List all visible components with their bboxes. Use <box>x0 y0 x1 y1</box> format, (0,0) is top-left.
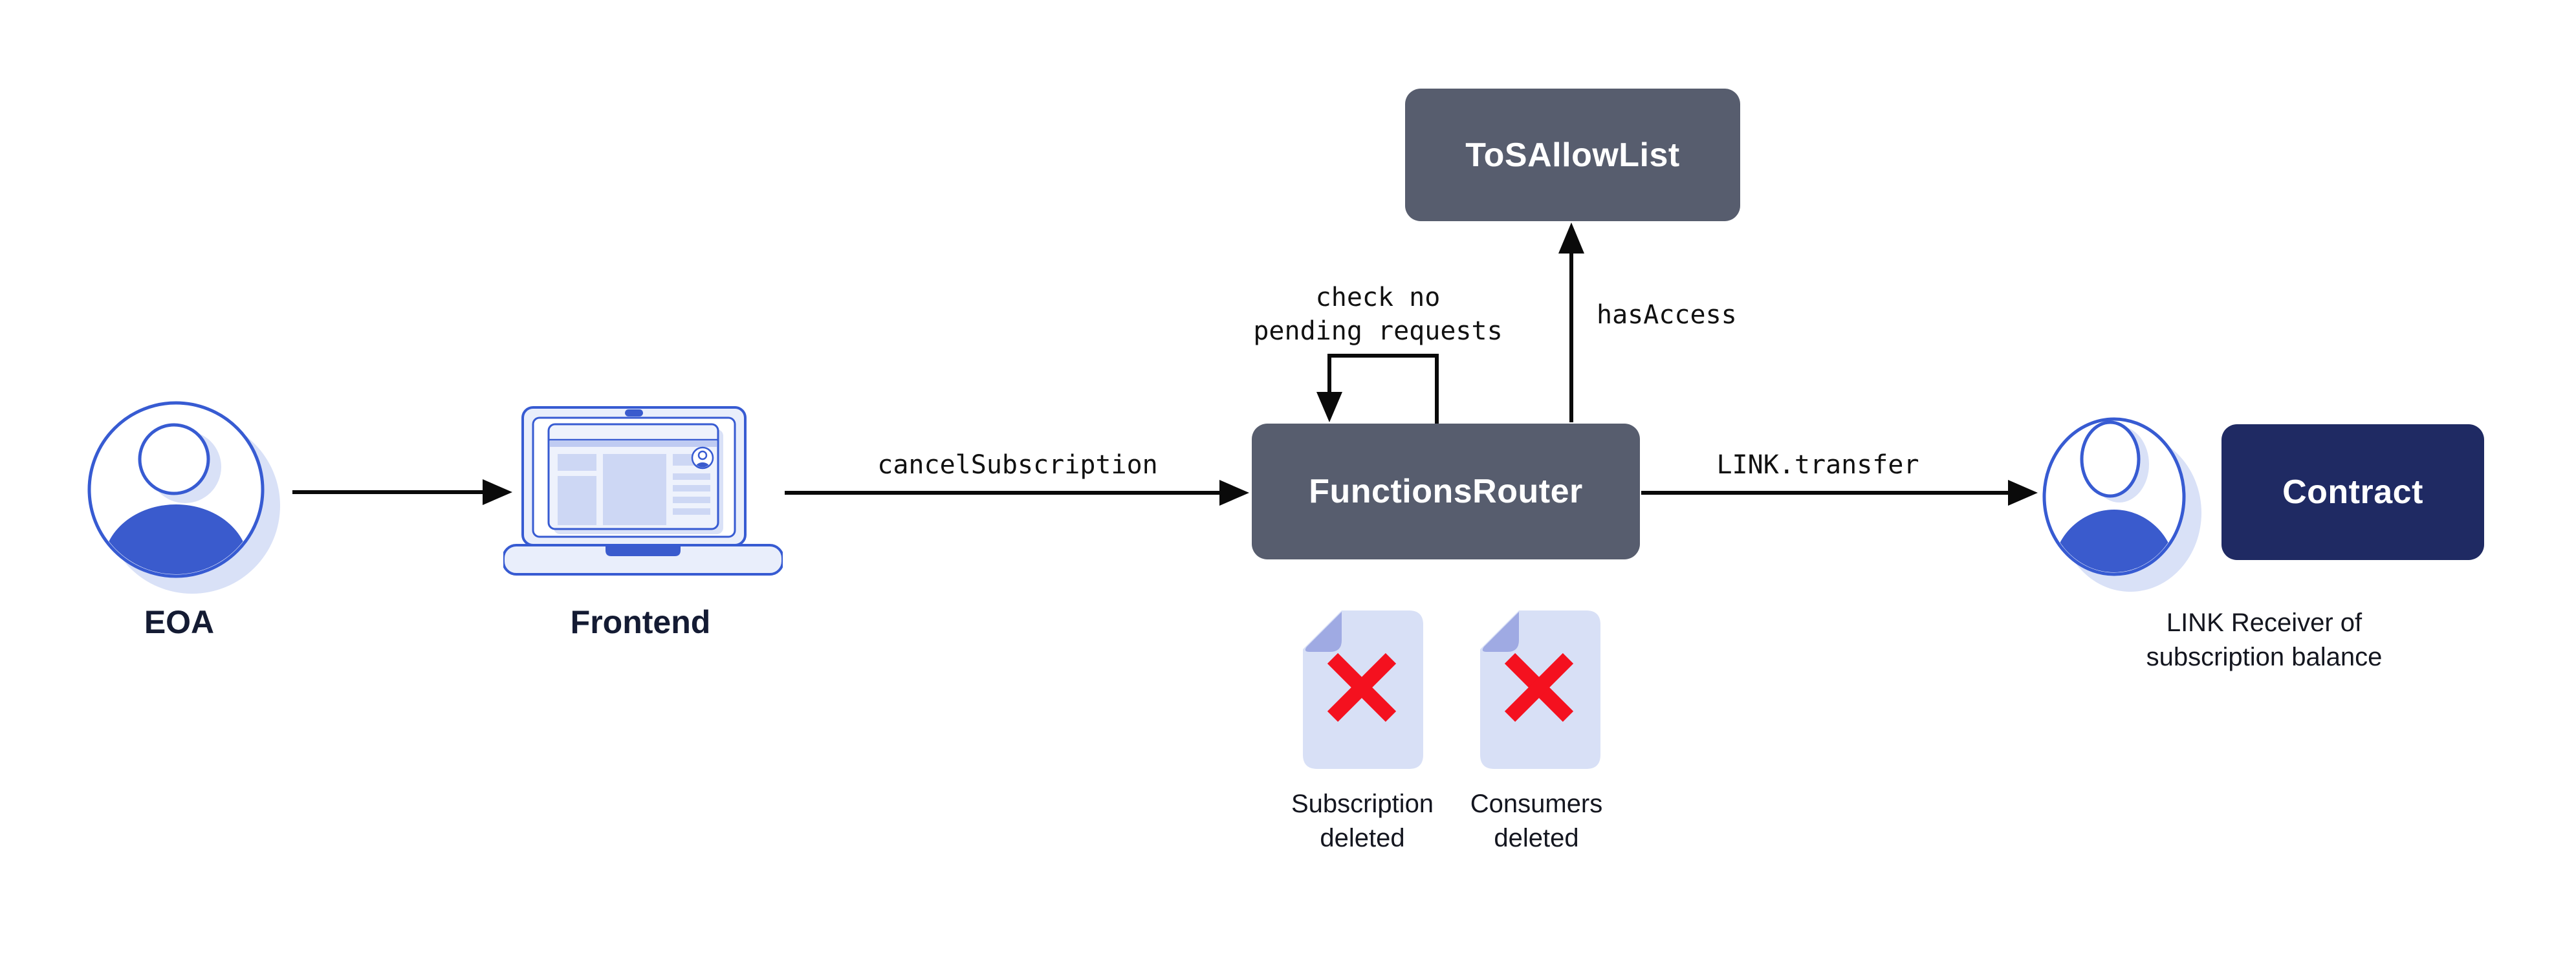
frontend-label: Frontend <box>570 604 711 640</box>
functions-router-label: FunctionsRouter <box>1309 473 1583 510</box>
browser-user-badge-icon <box>691 446 714 470</box>
webcam-dot <box>625 409 643 416</box>
arrow-router-to-receiver <box>1641 480 2038 506</box>
arrow-eoa-to-frontend <box>292 479 512 505</box>
eoa-user-avatar-icon <box>87 401 280 594</box>
edge-label-cancel-subscription: cancelSubscription <box>877 450 1158 480</box>
consumers-deleted-document-icon <box>1480 610 1600 769</box>
subscription-deleted-document-icon <box>1303 610 1423 769</box>
frontend-laptop-icon <box>503 406 783 576</box>
arrow-router-self-loop <box>1316 354 1439 424</box>
contract-box: Contract <box>2221 424 2484 560</box>
edge-label-check-pending: check no pending requests <box>1253 283 1503 346</box>
tos-allow-list-box: ToSAllowList <box>1405 89 1740 221</box>
folded-corner <box>1482 612 1519 652</box>
subscription-deleted-caption: Subscription deleted <box>1291 790 1434 852</box>
arrow-router-to-tosallowlist <box>1558 222 1584 422</box>
arrow-frontend-to-router <box>785 480 1249 506</box>
tos-allow-list-label: ToSAllowList <box>1465 136 1680 174</box>
eoa-label: EOA <box>144 604 215 640</box>
link-receiver-avatar-icon <box>2042 417 2201 592</box>
consumers-deleted-caption: Consumers deleted <box>1470 790 1603 852</box>
link-receiver-caption: LINK Receiver of subscription balance <box>2146 609 2383 671</box>
functions-router-box: FunctionsRouter <box>1252 424 1640 559</box>
contract-label: Contract <box>2282 473 2423 511</box>
edge-label-has-access: hasAccess <box>1597 300 1737 330</box>
red-x-icon <box>1327 653 1397 722</box>
edge-label-link-transfer: LINK.transfer <box>1716 450 1919 480</box>
folded-corner <box>1305 612 1342 652</box>
red-x-icon <box>1504 653 1574 722</box>
